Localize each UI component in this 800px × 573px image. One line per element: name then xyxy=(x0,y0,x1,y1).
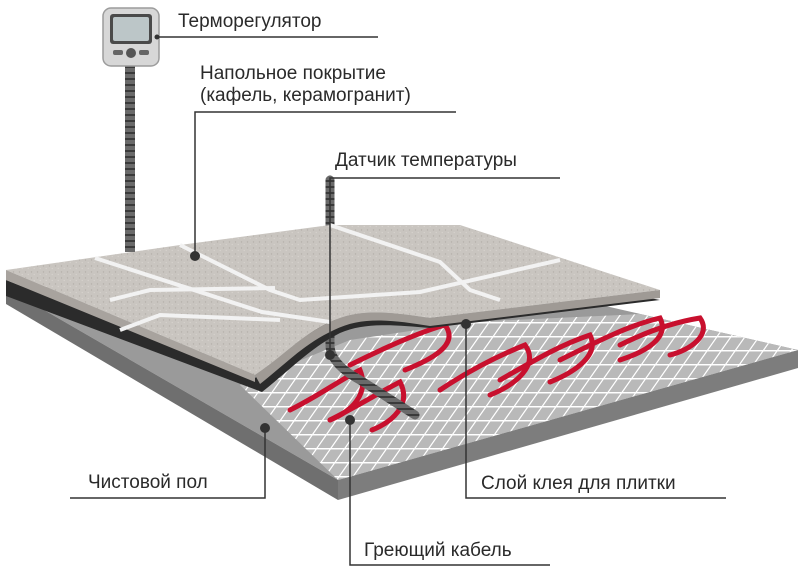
label-finished-floor: Чистовой пол xyxy=(88,472,208,493)
dot-heating-cable xyxy=(345,415,355,425)
label-heating-cable: Греющий кабель xyxy=(364,540,512,561)
leader-floor-covering xyxy=(194,111,456,256)
thermostat-icon xyxy=(102,7,160,67)
heating-cable xyxy=(287,315,706,433)
label-thermostat: Терморегулятор xyxy=(178,11,322,32)
tile-adhesive-layer xyxy=(6,280,660,392)
dot-finished-floor xyxy=(260,423,270,433)
leader-tile-adhesive xyxy=(465,324,726,499)
heating-mat-mesh xyxy=(240,314,798,480)
tile-layer xyxy=(6,223,660,384)
leader-temperature-sensor xyxy=(329,177,560,355)
label-temperature-sensor: Датчик температуры xyxy=(335,150,517,171)
dot-temperature-sensor xyxy=(325,350,335,360)
label-floor-covering: Напольное покрытие (кафель, керамогранит… xyxy=(200,63,411,107)
leader-finished-floor xyxy=(70,428,266,499)
label-floor-covering-line1: Напольное покрытие xyxy=(200,63,386,84)
dot-thermostat xyxy=(154,34,160,40)
label-floor-covering-line2: (кафель, керамогранит) xyxy=(200,85,411,106)
label-tile-adhesive: Слой клея для плитки xyxy=(481,473,676,494)
dot-tile-adhesive xyxy=(461,319,471,329)
dot-floor-covering xyxy=(190,251,200,261)
leader-heating-cable xyxy=(349,420,550,566)
